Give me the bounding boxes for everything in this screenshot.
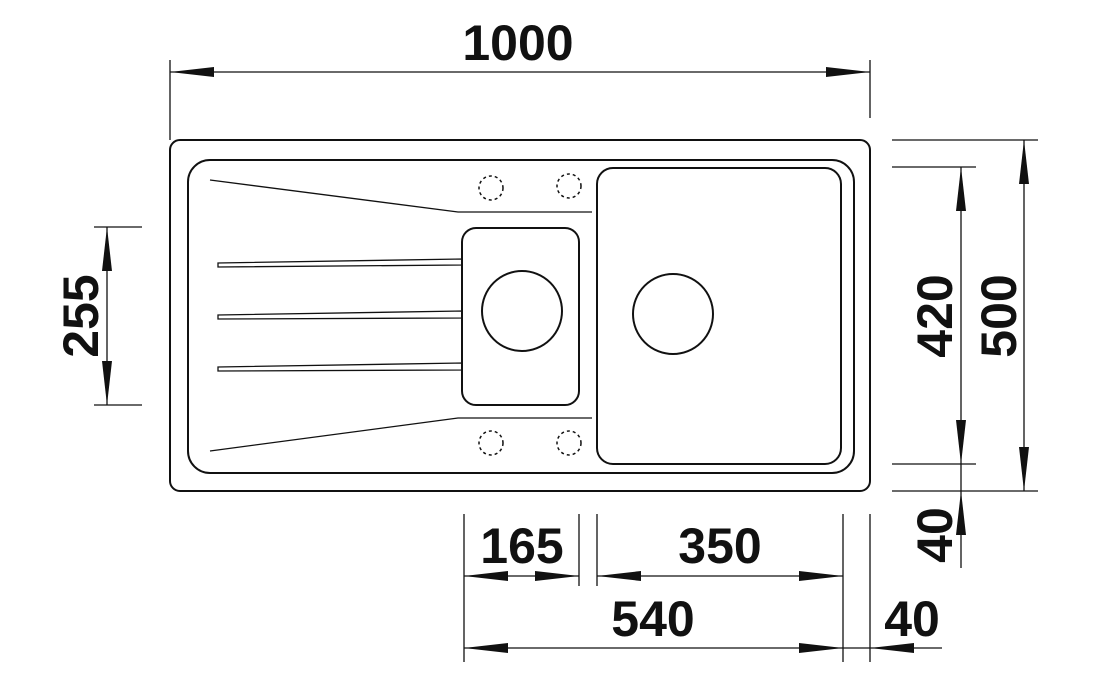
sink-outline bbox=[169, 139, 871, 492]
dimension-main-bowl-width: 350 bbox=[596, 514, 844, 662]
arrowhead bbox=[464, 571, 508, 581]
main-bowl bbox=[596, 167, 842, 465]
arrowhead bbox=[1019, 447, 1029, 491]
main-bowl-drain bbox=[632, 273, 714, 355]
main-bowl-width-label: 350 bbox=[678, 518, 761, 574]
arrowhead bbox=[102, 227, 112, 271]
arrowhead bbox=[799, 643, 843, 653]
main-bowl-depth-label: 420 bbox=[907, 274, 963, 357]
dimension-overall-width: 1000 bbox=[169, 15, 871, 140]
front-offset-label: 40 bbox=[907, 507, 963, 563]
arrowhead bbox=[870, 643, 914, 653]
overall-depth-label: 500 bbox=[971, 274, 1027, 357]
dimension-small-bowl-width: 165 bbox=[463, 514, 580, 662]
drainer-edge-bottom bbox=[209, 417, 592, 452]
sink-outer-rim bbox=[169, 139, 871, 492]
arrowhead bbox=[102, 361, 112, 405]
drainer-groove-3 bbox=[217, 362, 463, 372]
arrowhead bbox=[956, 491, 966, 535]
drainer-groove-2 bbox=[217, 310, 463, 320]
small-bowl bbox=[461, 227, 580, 406]
drainer-edge-top bbox=[209, 179, 592, 213]
tap-hole-marker-top-right bbox=[556, 173, 582, 199]
overall-width-label: 1000 bbox=[462, 15, 573, 71]
small-bowl-drain bbox=[481, 270, 563, 352]
arrowhead bbox=[170, 67, 214, 77]
arrowhead bbox=[799, 571, 843, 581]
arrowhead bbox=[464, 643, 508, 653]
dimension-combined-width: 540 bbox=[464, 591, 843, 653]
tap-hole-marker-bottom-left bbox=[478, 430, 504, 456]
dimension-overall-depth: 500 bbox=[892, 139, 1038, 492]
drainer-groove-1 bbox=[217, 258, 463, 268]
small-bowl-depth-label: 255 bbox=[53, 274, 109, 357]
tap-hole-marker-bottom-right bbox=[556, 430, 582, 456]
arrowhead bbox=[535, 571, 579, 581]
side-offset-label: 40 bbox=[884, 591, 940, 647]
sink-inner-rim bbox=[187, 159, 855, 474]
dimension-small-bowl-depth: 255 bbox=[53, 226, 142, 406]
tap-hole-marker-top-left bbox=[478, 175, 504, 201]
dimension-side-offset: 40 bbox=[843, 514, 942, 662]
arrowhead bbox=[1019, 140, 1029, 184]
arrowhead bbox=[956, 167, 966, 211]
arrowhead bbox=[597, 571, 641, 581]
arrowhead bbox=[826, 67, 870, 77]
small-bowl-width-label: 165 bbox=[480, 518, 563, 574]
combined-width-label: 540 bbox=[611, 591, 694, 647]
dimension-front-offset: 40 bbox=[907, 464, 966, 568]
dimension-main-bowl-depth: 420 bbox=[892, 166, 976, 465]
arrowhead bbox=[956, 420, 966, 464]
